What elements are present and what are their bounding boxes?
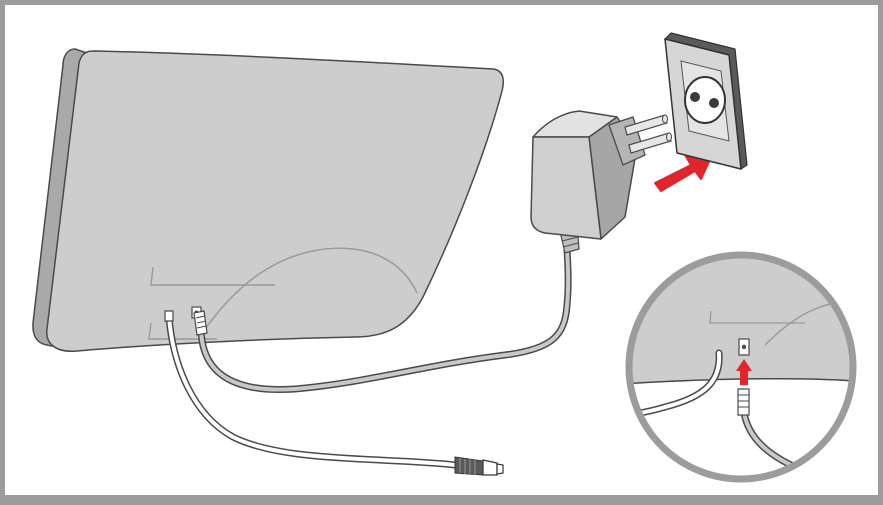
adapter-prongs	[624, 114, 672, 154]
illustration-panel	[5, 5, 878, 495]
coax-connector-icon	[454, 456, 504, 476]
antenna-front-face	[46, 50, 505, 352]
detail-zoom-circle-icon	[625, 251, 857, 483]
antenna-device-icon	[32, 48, 505, 352]
zoom-dc-plug-icon	[737, 388, 750, 416]
coax-cable	[164, 310, 504, 476]
insert-arrow-icon	[654, 152, 714, 192]
power-cable	[193, 245, 572, 394]
socket-hole-left	[690, 92, 700, 102]
antenna-emboss-line-top	[150, 266, 275, 286]
setup-illustration	[32, 32, 857, 483]
antenna-emboss-line-bottom	[148, 322, 217, 340]
wall-socket-icon	[663, 32, 748, 171]
adapter-front	[530, 136, 602, 240]
antenna-face-curve	[200, 247, 418, 336]
zoom-insert-arrow-icon	[736, 359, 752, 385]
dc-plug-icon	[193, 310, 208, 336]
power-adapter-icon	[530, 110, 672, 254]
socket-hole-right	[709, 98, 719, 108]
